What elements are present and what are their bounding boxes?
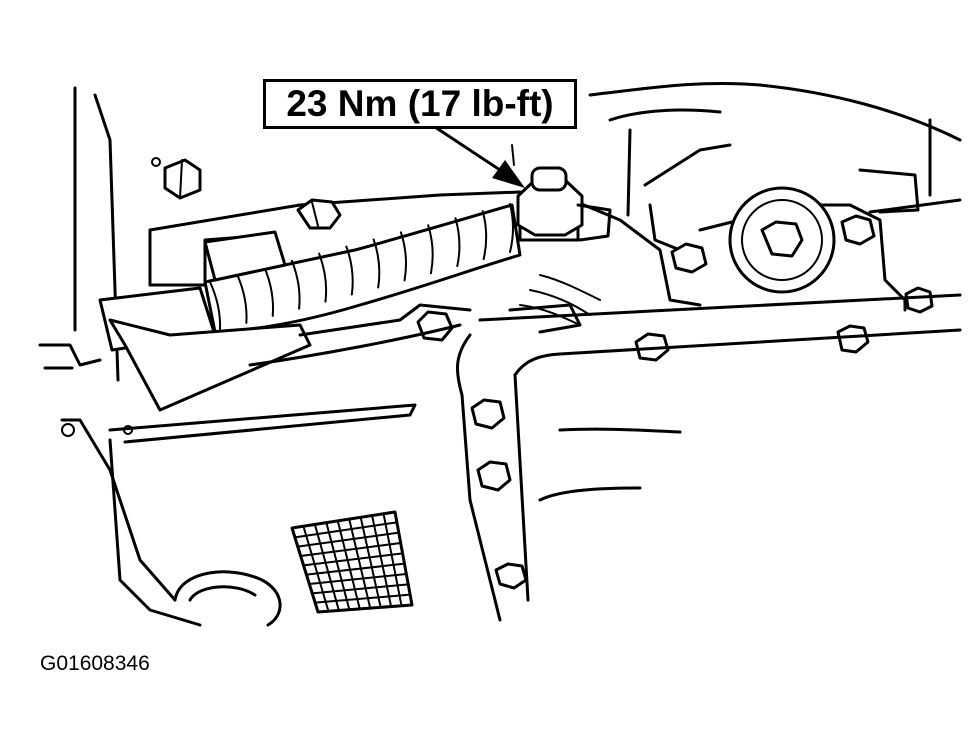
mesh-line — [336, 519, 361, 610]
mesh-line — [296, 531, 400, 548]
mesh-line — [313, 523, 340, 612]
mesh-line — [382, 512, 403, 607]
boot-rib — [318, 252, 328, 303]
mesh-line — [325, 521, 351, 611]
bolt-icon — [904, 286, 934, 314]
mesh-line — [302, 552, 404, 567]
mesh-line — [302, 525, 330, 613]
boot-rib — [481, 210, 488, 261]
bolt-icon — [470, 398, 506, 430]
housing-outline — [60, 81, 962, 627]
boot-rib — [263, 266, 275, 317]
drain-plug-icon — [728, 186, 836, 294]
figure-id: G01608346 — [40, 652, 150, 675]
boot-rib — [345, 245, 354, 296]
torque-nut-icon — [511, 144, 612, 242]
boot-rib — [454, 217, 461, 268]
oil-pan — [248, 274, 962, 622]
pan-drain-ring — [173, 570, 282, 627]
boot-rib — [509, 203, 514, 253]
mesh-line — [299, 542, 402, 557]
bolt-icon — [670, 242, 708, 274]
bolt-icon — [840, 214, 876, 246]
filter-screen — [290, 510, 414, 614]
boot-rib — [236, 273, 248, 324]
cable-bracket — [38, 286, 417, 444]
mesh-line — [311, 583, 410, 595]
boot-rib — [427, 224, 434, 275]
mesh-line — [305, 562, 406, 576]
shift-cable-boot — [203, 203, 522, 334]
bolt-icon — [163, 158, 202, 200]
bolt-icon — [494, 562, 528, 590]
mesh-line — [293, 521, 398, 539]
boot-rib — [399, 231, 407, 282]
callout-arrow-icon — [430, 123, 525, 188]
mesh-line — [308, 573, 408, 585]
mesh-line — [359, 516, 382, 609]
torque-label: 23 Nm (17 lb-ft) — [286, 83, 554, 124]
boot-rib — [209, 281, 222, 331]
bolt-icon — [416, 310, 454, 342]
boot-rib — [290, 259, 301, 310]
mesh-line — [314, 593, 412, 604]
mesh-line — [348, 518, 372, 610]
bolt-icon — [296, 198, 342, 230]
detail-marks — [61, 157, 161, 437]
bolt-icon — [476, 460, 512, 492]
bolt-icon — [836, 324, 870, 354]
mesh-line — [371, 514, 393, 608]
torque-callout-box: 23 Nm (17 lb-ft) — [263, 79, 577, 129]
boot-rib — [372, 238, 381, 289]
